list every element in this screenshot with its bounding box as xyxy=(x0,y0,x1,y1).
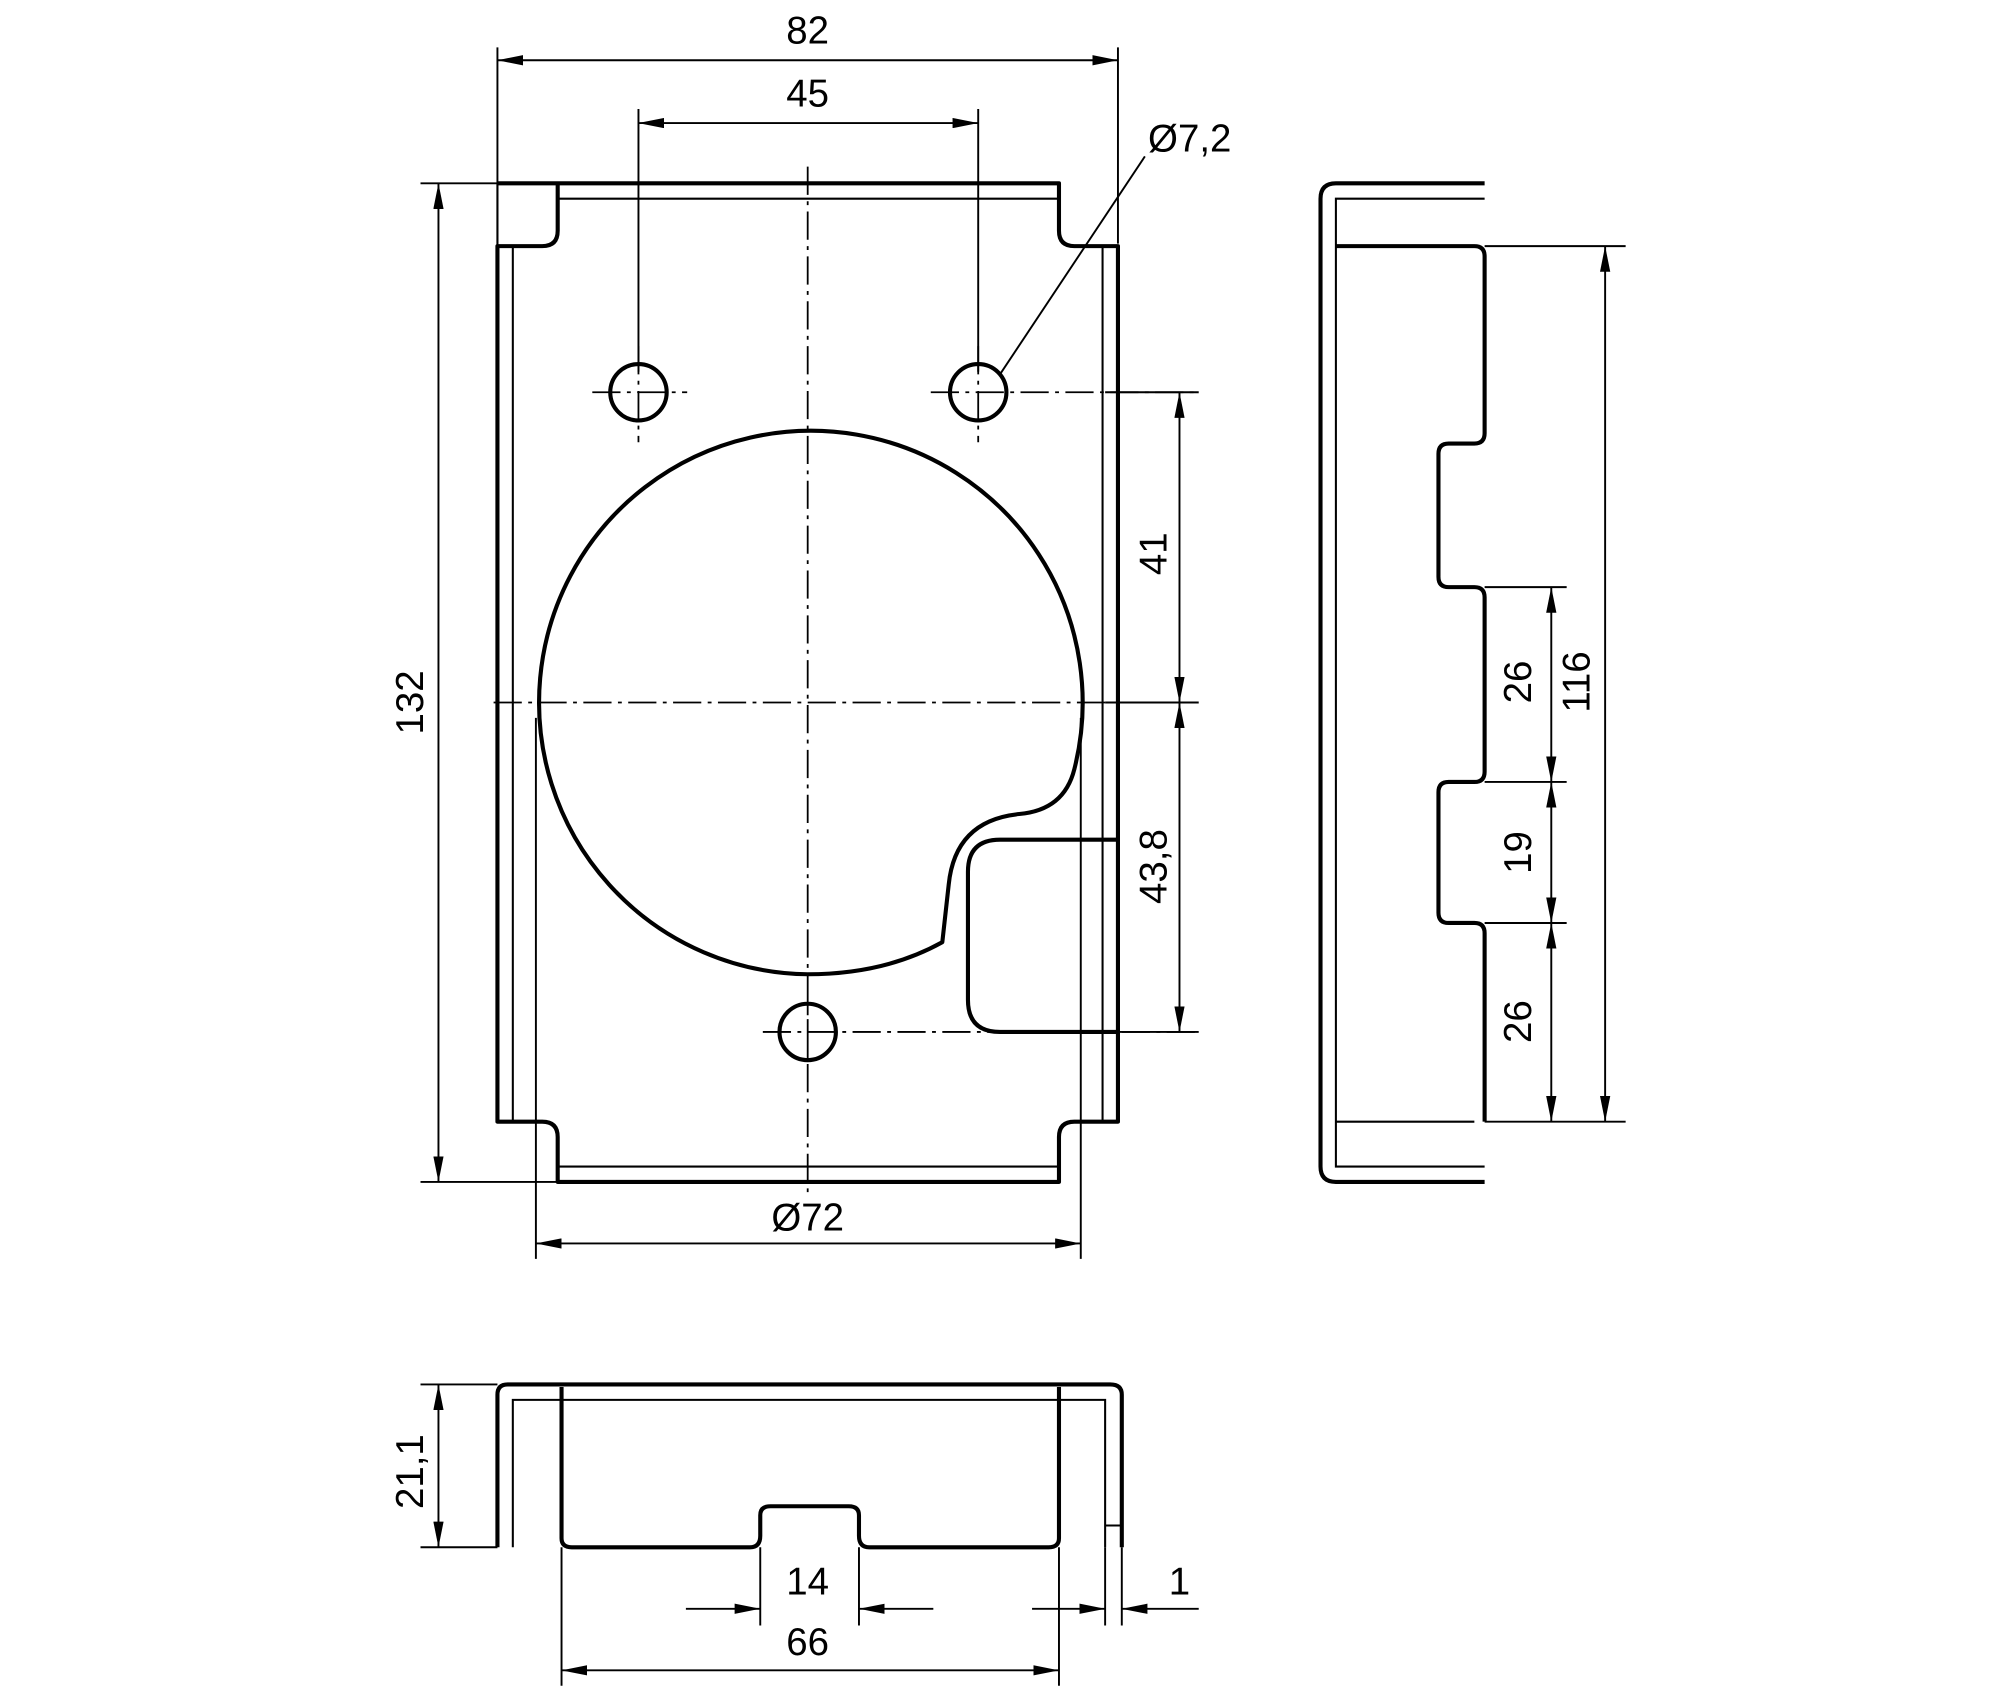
bottom-view: 21,1 14 66 1 xyxy=(389,1382,1199,1686)
dim-side-bottom: 26 xyxy=(1497,1000,1540,1043)
dim-depth: 21,1 xyxy=(389,1434,432,1509)
dim-tab-width: 14 xyxy=(786,1561,829,1604)
dim-inner-width: 66 xyxy=(786,1621,829,1664)
dim-hole-diameter: Ø7,2 xyxy=(1148,117,1231,160)
dim-width: 82 xyxy=(786,10,829,53)
rect-cutout xyxy=(965,837,1118,1034)
dim-cutout-diameter: Ø72 xyxy=(771,1197,844,1240)
center-lines xyxy=(493,166,1199,1193)
dim-hole-spacing: 45 xyxy=(786,72,829,115)
round-cutout xyxy=(537,428,1085,977)
dim-upper-offset: 41 xyxy=(1133,532,1176,575)
dim-thickness: 1 xyxy=(1169,1561,1190,1604)
dim-lower-offset: 43,8 xyxy=(1133,829,1176,904)
dim-side-middle: 19 xyxy=(1497,831,1540,874)
dim-side-total: 116 xyxy=(1556,651,1599,712)
dim-side-top: 26 xyxy=(1497,661,1540,704)
plate-outline xyxy=(495,181,1121,1184)
dim-height: 132 xyxy=(389,670,432,734)
flange-lines xyxy=(496,182,1104,1168)
front-view: 82 45 Ø7,2 132 Ø72 41 43,8 xyxy=(389,10,1231,1259)
side-view: 116 26 19 26 xyxy=(1318,181,1626,1184)
